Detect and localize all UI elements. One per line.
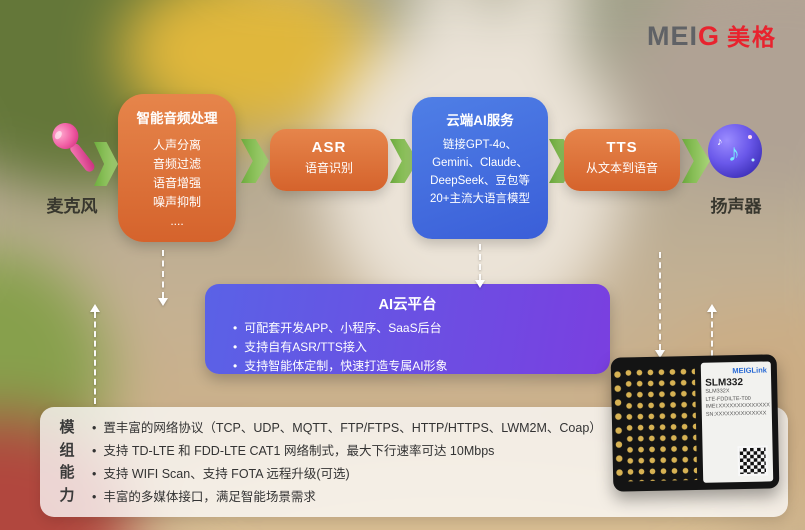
logo-chinese-name: 美格: [727, 24, 777, 50]
tts-subtitle: 从文本到语音: [585, 161, 658, 175]
module-capability-label: 模 组 能 力: [59, 419, 75, 504]
module-bullet: •支持 WIFI Scan、支持 FOTA 远程升级(可选): [92, 467, 350, 481]
asr-box: ASR 语音识别: [270, 129, 388, 191]
dashed-arrow-up-microphone: [90, 304, 100, 404]
module-bullet: •丰富的多媒体接口，满足智能场景需求: [92, 490, 316, 504]
cloud-ai-line: 链接GPT-4o、: [442, 139, 518, 151]
microphone-icon: [46, 114, 102, 187]
ai-cloud-platform-title: AI云平台: [378, 297, 437, 313]
platform-bullet: •支持智能体定制，快速打造专属AI形象: [233, 359, 448, 373]
ai-cloud-platform-box: AI云平台 •可配套开发APP、小程序、SaaS后台 •支持自有ASR/TTS接…: [205, 284, 610, 374]
slm332-module-image: MEIGLink SLM332 SLM332X LTE-FDDILTE-T00 …: [610, 354, 780, 492]
audio-item: 人声分离: [152, 138, 201, 152]
logo-wordmark: MEIG: [646, 21, 720, 51]
cloud-ai-line: Gemini、Claude、: [432, 157, 528, 169]
asr-subtitle: 语音识别: [304, 161, 353, 175]
asr-title: ASR: [311, 139, 347, 156]
module-capability-bullets: •置丰富的网络协议（TCP、UDP、MQTT、FTP/FTPS、HTTP/HTT…: [92, 417, 602, 509]
chip-gold-pads: [622, 365, 698, 482]
dashed-arrow-down-cloud-to-platform: [475, 244, 485, 288]
audio-item: 音频过滤: [152, 157, 201, 171]
chip-label-sticker: MEIGLink SLM332 SLM332X LTE-FDDILTE-T00 …: [700, 361, 774, 483]
audio-item: ....: [170, 214, 184, 228]
speaker-icon: ♪ ♪: [704, 120, 766, 187]
speaker-label: 扬声器: [710, 197, 762, 216]
cloud-ai-box: 云端AI服务 链接GPT-4o、 Gemini、Claude、 DeepSeek…: [412, 97, 548, 239]
chip-info-line: SN:XXXXXXXXXXXXXX: [705, 410, 767, 418]
tts-title: TTS: [606, 139, 638, 156]
cloud-ai-title: 云端AI服务: [446, 113, 514, 128]
dashed-arrow-down-tts-to-module: [655, 252, 665, 358]
meig-logo: MEIG 美格: [647, 18, 777, 52]
dashed-arrow-down-audio: [158, 250, 168, 306]
chip-qr-code: [737, 445, 769, 477]
microphone-label: 麦克风: [46, 197, 98, 216]
audio-processing-title: 智能音频处理: [136, 111, 218, 126]
audio-processing-box: 智能音频处理 人声分离 音频过滤 语音增强 噪声抑制 ....: [118, 94, 236, 242]
module-bullet: •支持 TD-LTE 和 FDD-LTE CAT1 网络制式，最大下行速率可达 …: [92, 444, 495, 458]
svg-text:♪: ♪: [717, 136, 723, 148]
audio-item: 噪声抑制: [152, 195, 201, 209]
module-bullet: •置丰富的网络协议（TCP、UDP、MQTT、FTP/FTPS、HTTP/HTT…: [92, 421, 602, 435]
cloud-ai-line: 20+主流大语言模型: [429, 193, 530, 205]
platform-bullet: •可配套开发APP、小程序、SaaS后台: [233, 321, 442, 335]
chip-brand: MEIGLink: [732, 365, 767, 376]
platform-bullet: •支持自有ASR/TTS接入: [233, 340, 367, 354]
tts-box: TTS 从文本到语音: [564, 129, 680, 191]
cloud-ai-line: DeepSeek、豆包等: [430, 175, 530, 187]
audio-item: 语音增强: [152, 176, 201, 190]
svg-text:♪: ♪: [728, 140, 740, 167]
